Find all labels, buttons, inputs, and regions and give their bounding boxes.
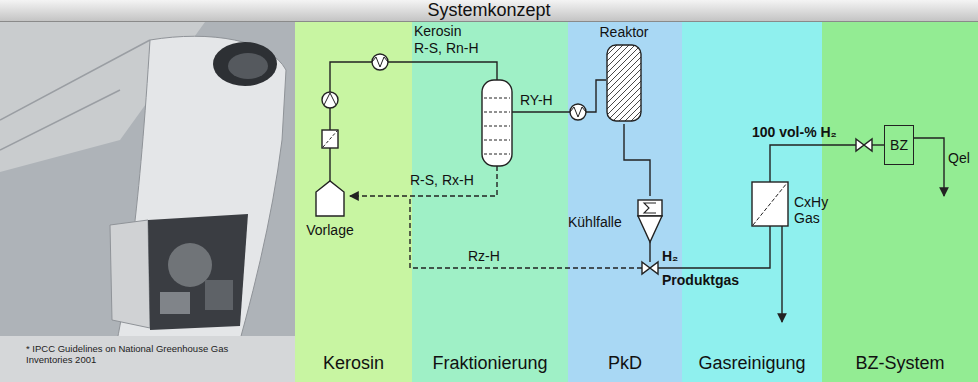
heat-exchanger-symbol: [372, 57, 388, 67]
node-label: Kerosin: [323, 353, 384, 374]
node-label: BZ-System: [855, 353, 944, 374]
cooling-sign: [644, 203, 656, 213]
node-label: Vorlage: [306, 222, 353, 238]
reactor-symbol: [606, 44, 642, 122]
stream-label: Qel: [948, 150, 970, 166]
tank-outline: [316, 181, 344, 216]
node-label: PkD: [608, 353, 642, 374]
band-label-area: Gasreinigung: [682, 353, 822, 374]
apu-machinery: [160, 292, 190, 314]
section-band: Kerosin Vorlage: [295, 22, 412, 382]
tail-cone: [108, 36, 286, 382]
cold-trap: Kühlfalle: [568, 196, 664, 248]
photo-background: [0, 22, 295, 382]
cold-trap-symbol: [636, 198, 664, 246]
section-band: BZ-System BZ: [822, 22, 978, 382]
pipe: [649, 242, 650, 262]
membrane: [753, 183, 787, 225]
pipe: [329, 108, 330, 130]
valve-symbol: [856, 139, 872, 151]
pipe: [586, 80, 606, 112]
fuel-cell-box: BZ: [884, 125, 914, 165]
column-tray: [484, 98, 510, 154]
reactor-packing: [607, 45, 641, 121]
distillation-column: [482, 80, 512, 166]
recycle-line: [350, 166, 497, 196]
band-label-area: BZ-System: [822, 353, 978, 374]
section-band: Fraktionierung: [412, 22, 568, 382]
pipe: [388, 62, 497, 80]
node-label: BZ: [890, 137, 908, 153]
piping-group: [322, 54, 944, 322]
process-line: [624, 124, 650, 196]
stream-label: 100 vol-% H₂: [752, 124, 837, 140]
trap-funnel: [638, 216, 662, 242]
stream-label: Kerosin: [414, 23, 461, 39]
stream-label: Produktgas: [662, 272, 739, 288]
exhaust-inner: [228, 53, 268, 79]
heat-exchanger-symbol: [372, 54, 388, 70]
pipe: [330, 62, 372, 92]
open-hatch: [148, 214, 248, 330]
band-label-area: Fraktionierung: [412, 353, 568, 374]
footnote-ground: [0, 336, 295, 382]
filter-symbol: [322, 130, 338, 148]
filter-mesh: [323, 131, 337, 147]
tank-symbol: [312, 178, 348, 218]
pipe: [512, 111, 570, 112]
membrane-separator: [752, 182, 788, 226]
source-footnote: * IPCC Guidelines on National Greenhouse…: [26, 344, 238, 366]
section-band: PkD ReaktorKühlfalle: [568, 22, 682, 382]
storage-tank: Vorlage: [298, 178, 362, 242]
title-bar: Systemkonzept: [0, 0, 978, 22]
pipe: [872, 144, 884, 145]
stream-label: CxHy Gas: [794, 194, 838, 226]
node-label: Reaktor: [599, 24, 648, 40]
diagram-title: Systemkonzept: [0, 0, 978, 21]
offgas-line: [781, 226, 782, 322]
heat-exchanger-symbol: [570, 104, 586, 120]
exhaust-opening: [213, 42, 277, 86]
recycle-line: [410, 196, 642, 268]
reactor-body: [607, 45, 641, 121]
pump-symbol: [322, 92, 338, 108]
pipe: [770, 145, 856, 182]
wing-line: [0, 40, 150, 150]
hatch-door: [110, 220, 150, 328]
node-label: Kühlfalle: [568, 214, 622, 230]
pump-symbol: [324, 93, 336, 105]
trap-cooler: [638, 200, 662, 216]
pipe: [658, 226, 770, 268]
node-label: Gasreinigung: [698, 353, 805, 374]
stream-label: Rz-H: [468, 248, 500, 264]
reactor-vessel: Reaktor: [590, 24, 658, 124]
valve-symbol: [642, 262, 658, 274]
band-label-area: Kerosin: [295, 353, 412, 374]
node-label: Fraktionierung: [432, 353, 547, 374]
stream-label: R-S, Rn-H: [414, 40, 479, 56]
stream-label: R-S, Rx-H: [410, 172, 474, 188]
pipe: [329, 148, 330, 181]
apu-machinery: [205, 280, 233, 310]
stream-label: H₂: [662, 248, 678, 264]
heat-exchanger-symbol: [570, 107, 586, 117]
power-output-line: [914, 138, 944, 196]
stream-label: RY-H: [520, 92, 553, 108]
band-label-area: PkD: [568, 353, 682, 374]
